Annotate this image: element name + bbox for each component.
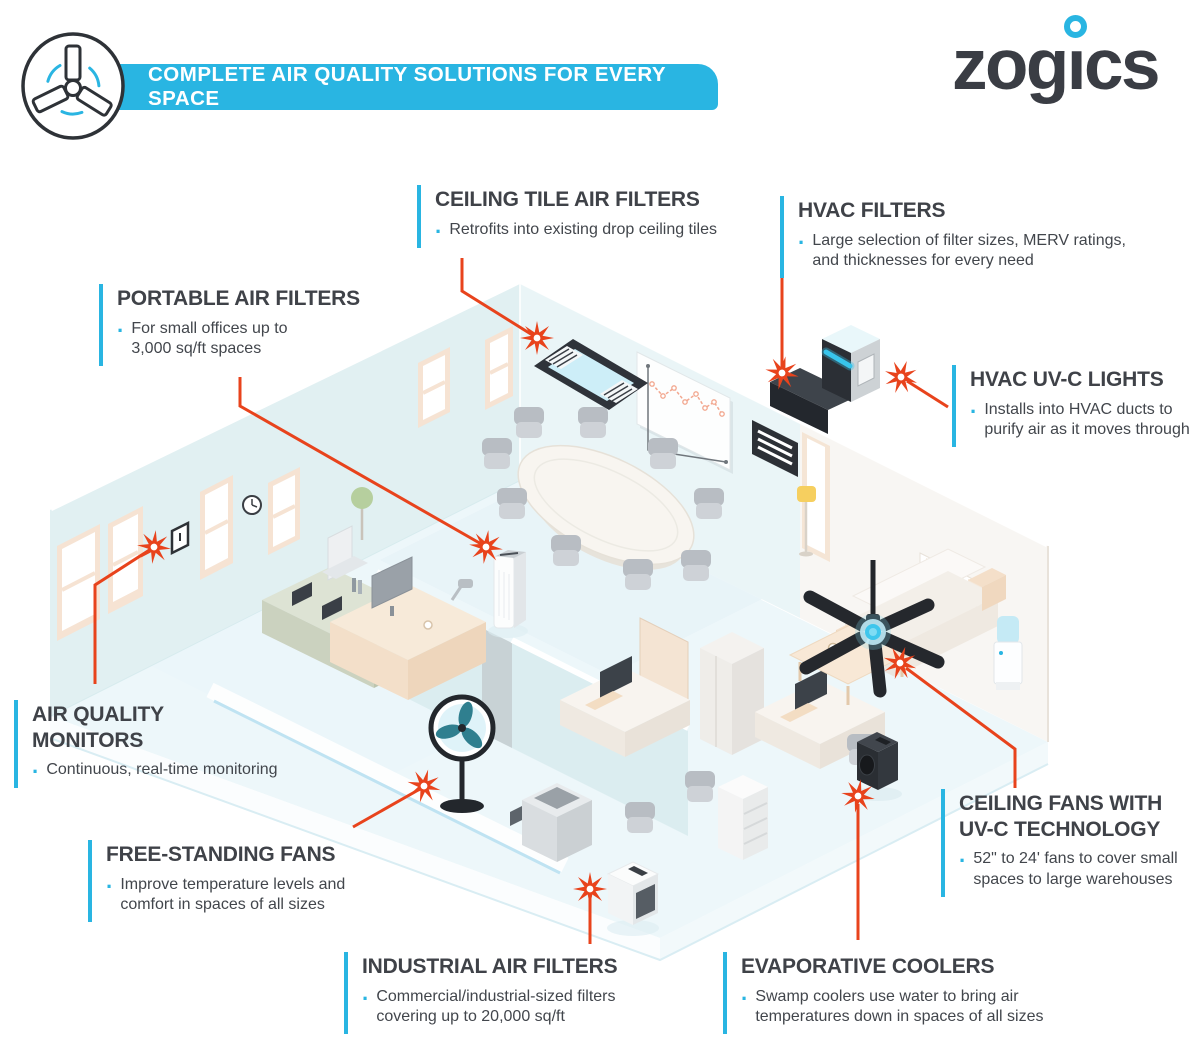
callout-bullet: · Large selection of filter sizes, MERV …: [798, 231, 1132, 273]
floor-lamp-icon: [797, 486, 816, 557]
callout-title: HVAC FILTERS: [798, 199, 946, 222]
callout-bullet-text: Retrofits into existing drop ceiling til…: [449, 220, 718, 238]
leader-lines: [93, 258, 1017, 944]
bullet-dot: ·: [106, 873, 114, 899]
callout-ceiling-tile-air-filters: CEILING TILE AIR FILTERS · Retrofits int…: [417, 185, 717, 248]
fan-logo-icon: [21, 32, 125, 140]
title-banner: COMPLETE AIR QUALITY SOLUTIONS FOR EVERY…: [76, 63, 718, 110]
logo-text-suffix: cs: [1083, 26, 1160, 105]
ceiling-tile-air-filter-icon: [534, 339, 648, 410]
logo-letter-i: ı: [1063, 15, 1087, 101]
callout-title: EVAPORATIVE COOLERS: [741, 955, 995, 978]
water-cooler-icon: [993, 616, 1023, 690]
callout-hvac-uv-c-lights: HVAC UV-C LIGHTS · Installs into HVAC du…: [952, 365, 1200, 448]
bullet-dot: ·: [798, 229, 806, 255]
callout-title: CEILING FANS WITH UV-C TECHNOLOGY: [959, 792, 1163, 841]
bullet-dot: ·: [959, 848, 967, 874]
bullet-dot: ·: [32, 759, 40, 785]
callout-title: HVAC UV-C LIGHTS: [970, 368, 1164, 391]
bullet-dot: ·: [741, 985, 749, 1011]
logo-text-prefix: zog: [952, 26, 1069, 105]
logo-dot-icon: [1063, 15, 1087, 38]
callout-bullet-text: 52" to 24' fans to cover small spaces to…: [973, 850, 1178, 889]
banner-title: COMPLETE AIR QUALITY SOLUTIONS FOR EVERY…: [148, 63, 666, 110]
bullet-dot: ·: [362, 985, 370, 1011]
callout-title: CEILING TILE AIR FILTERS: [435, 188, 700, 211]
callout-bullet-text: For small offices up to 3,000 sq/ft spac…: [131, 319, 288, 358]
callout-bullet-text: Commercial/industrial-sized filters cove…: [376, 987, 616, 1026]
ceiling-fan-icon: [799, 560, 945, 698]
callout-title: FREE-STANDING FANS: [106, 843, 336, 866]
free-standing-fan-icon: [428, 694, 496, 813]
callout-title: AIR QUALITY MONITORS: [32, 703, 164, 752]
bullet-dot: ·: [117, 317, 125, 343]
callout-title: PORTABLE AIR FILTERS: [117, 287, 360, 310]
callout-bullet-text: Large selection of filter sizes, MERV ra…: [812, 231, 1126, 270]
bullet-dot: ·: [970, 398, 978, 424]
callout-ceiling-fans-uv-c: CEILING FANS WITH UV-C TECHNOLOGY · 52" …: [941, 789, 1200, 897]
callout-industrial-air-filters: INDUSTRIAL AIR FILTERS · Commercial/indu…: [344, 952, 666, 1035]
conference-area: [482, 407, 724, 590]
portable-air-filter-icon: [488, 550, 528, 638]
callout-free-standing-fans: FREE-STANDING FANS · Improve temperature…: [88, 840, 368, 923]
callout-bullet-text: Continuous, real-time monitoring: [46, 761, 278, 779]
callout-bullet: · Improve temperature levels and comfort…: [106, 875, 368, 917]
callout-bullet-text: Swamp coolers use water to bring air tem…: [755, 987, 1044, 1026]
bullet-dot: ·: [435, 218, 443, 244]
callout-bullet: · Retrofits into existing drop ceiling t…: [435, 220, 717, 242]
wall-clock-icon: [242, 495, 262, 515]
left-wall: [48, 274, 522, 716]
callout-bullet-text: Installs into HVAC ducts to purify air a…: [984, 400, 1190, 439]
air-quality-monitor-icon: [170, 520, 190, 556]
callout-bullet: · Installs into HVAC ducts to purify air…: [970, 400, 1200, 442]
callout-bullet: · Swamp coolers use water to bring air t…: [741, 987, 1067, 1029]
callout-bullet: · Commercial/industrial-sized filters co…: [362, 987, 666, 1029]
callout-portable-air-filters: PORTABLE AIR FILTERS · For small offices…: [99, 284, 360, 367]
industrial-air-filter-icon: [606, 861, 660, 936]
copier: [510, 783, 592, 862]
callout-bullet: · 52" to 24' fans to cover small spaces …: [959, 849, 1200, 891]
window: [57, 326, 513, 641]
callout-evaporative-coolers: EVAPORATIVE COOLERS · Swamp coolers use …: [723, 952, 1067, 1035]
callout-bullet: · For small offices up to 3,000 sq/ft sp…: [117, 319, 360, 361]
callout-air-quality-monitors: AIR QUALITY MONITORS · Continuous, real-…: [14, 700, 278, 789]
callout-bullet: · Continuous, real-time monitoring: [32, 759, 278, 785]
hvac-unit-icon: [752, 325, 880, 477]
cubicle-area: [510, 632, 885, 862]
callout-bullet-text: Improve temperature levels and comfort i…: [120, 875, 346, 914]
callout-title: INDUSTRIAL AIR FILTERS: [362, 955, 618, 978]
reception-desk: [322, 525, 486, 700]
callout-hvac-filters: HVAC FILTERS · Large selection of filter…: [780, 196, 1132, 279]
plant: [351, 487, 373, 540]
